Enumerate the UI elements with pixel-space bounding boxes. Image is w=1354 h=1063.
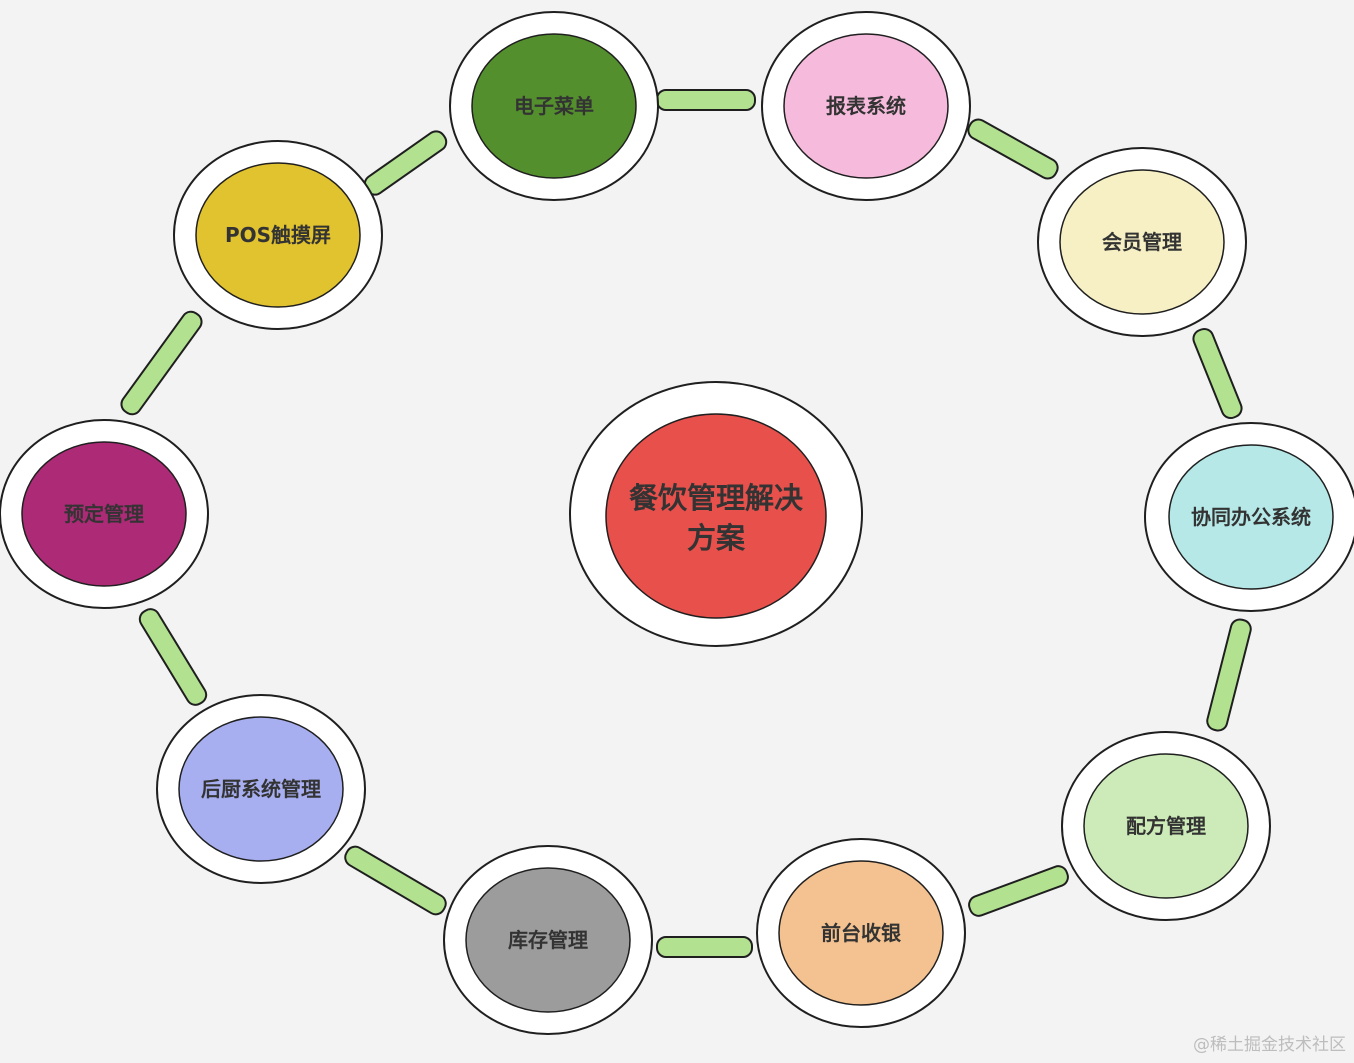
- node-label: POS触摸屏: [225, 223, 331, 247]
- node-disc: [178, 716, 344, 862]
- node-disc: [465, 867, 631, 1013]
- node-label: 配方管理: [1126, 814, 1206, 838]
- node-collaborative-office: 协同办公系统: [1144, 422, 1354, 612]
- connector-bar: [120, 310, 203, 416]
- node-recipe-management: 配方管理: [1061, 731, 1271, 921]
- node-label: 协同办公系统: [1191, 505, 1311, 529]
- node-label: 前台收银: [821, 921, 902, 945]
- node-label: 库存管理: [508, 928, 588, 952]
- node-disc: [195, 162, 361, 308]
- center-node-label-line-2: 方案: [687, 521, 746, 555]
- center-node: 餐饮管理解决 方案: [569, 381, 863, 647]
- connector-bar: [1192, 327, 1243, 420]
- node-report-system: 报表系统: [761, 11, 971, 201]
- node-label: 后厨系统管理: [201, 777, 321, 801]
- node-front-desk-cashier: 前台收银: [756, 838, 966, 1028]
- node-electronic-menu: 电子菜单: [449, 11, 659, 201]
- node-reservation-management: 预定管理: [0, 419, 209, 609]
- node-disc: [1168, 444, 1334, 590]
- center-node-label-line-1: 餐饮管理解决: [629, 481, 804, 515]
- node-disc: [1059, 169, 1225, 315]
- node-label: 电子菜单: [514, 94, 594, 118]
- node-disc: [778, 860, 944, 1006]
- connector-bar: [656, 89, 756, 111]
- node-disc: [471, 33, 637, 179]
- node-disc: [21, 441, 187, 587]
- node-member-management: 会员管理: [1037, 147, 1247, 337]
- node-inventory-management: 库存管理: [443, 845, 653, 1035]
- connector-bar: [363, 130, 448, 196]
- connector-bar: [138, 608, 208, 706]
- node-kitchen-system: 后厨系统管理: [156, 694, 366, 884]
- connector-bar: [967, 118, 1059, 180]
- connector-bar: [344, 845, 447, 916]
- node-label: 会员管理: [1102, 230, 1182, 254]
- connector-layer: [120, 89, 1252, 958]
- connector-bar: [968, 865, 1069, 917]
- node-label: 预定管理: [64, 502, 144, 526]
- center-node-disc: [605, 413, 827, 619]
- connector-bar: [656, 936, 753, 958]
- node-label: 报表系统: [826, 94, 906, 118]
- connector-bar: [1206, 618, 1252, 732]
- node-disc: [1083, 753, 1249, 899]
- node-disc: [783, 33, 949, 179]
- node-pos-touchscreen: POS触摸屏: [173, 140, 383, 330]
- watermark: @稀土掘金技术社区: [1193, 1035, 1346, 1055]
